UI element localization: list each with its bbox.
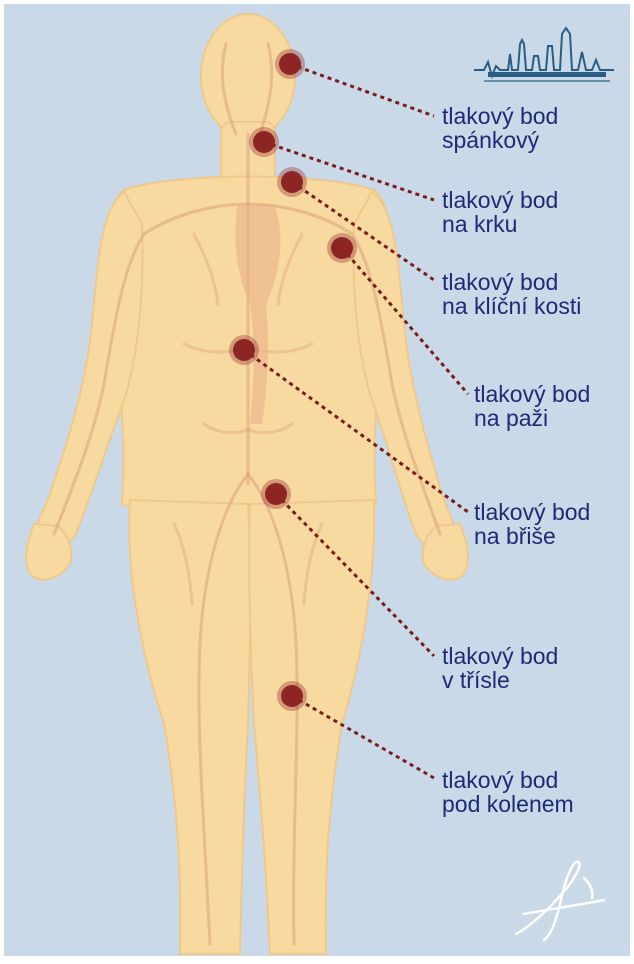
label-temple-line1: tlakový bod <box>442 104 558 128</box>
label-temple-line2: spánkový <box>442 128 558 152</box>
label-abdomen-line2: na břiše <box>474 524 590 548</box>
pressure-point-knee <box>281 685 303 707</box>
leader-line-temple <box>290 64 434 116</box>
city-skyline-ecg-logo <box>474 28 614 82</box>
label-neck-line1: tlakový bod <box>442 188 558 212</box>
label-collarbone-line1: tlakový bod <box>442 270 581 294</box>
pressure-point-groin <box>265 483 287 505</box>
pressure-point-arm <box>331 237 353 259</box>
label-abdomen-line1: tlakový bod <box>474 500 590 524</box>
label-knee: tlakový bod pod kolenem <box>442 768 574 816</box>
label-temple: tlakový bod spánkový <box>442 104 558 152</box>
label-abdomen: tlakový bod na břiše <box>474 500 590 548</box>
label-knee-line2: pod kolenem <box>442 792 574 816</box>
pressure-point-temple <box>279 53 301 75</box>
label-neck-line2: na krku <box>442 212 558 236</box>
label-groin-line2: v třísle <box>442 668 558 692</box>
label-neck: tlakový bod na krku <box>442 188 558 236</box>
label-collarbone: tlakový bod na klíční kosti <box>442 270 581 318</box>
label-knee-line1: tlakový bod <box>442 768 574 792</box>
label-collarbone-line2: na klíční kosti <box>442 294 581 318</box>
handwritten-signature-mark <box>516 862 604 940</box>
pressure-point-abdomen <box>233 339 255 361</box>
label-arm: tlakový bod na paži <box>474 382 590 430</box>
label-groin-line1: tlakový bod <box>442 644 558 668</box>
label-groin: tlakový bod v třísle <box>442 644 558 692</box>
label-arm-line1: tlakový bod <box>474 382 590 406</box>
pressure-point-collarbone <box>281 171 303 193</box>
diagram-canvas: tlakový bod spánkový tlakový bod na krku… <box>4 4 630 956</box>
label-arm-line2: na paži <box>474 406 590 430</box>
pressure-point-neck <box>253 131 275 153</box>
